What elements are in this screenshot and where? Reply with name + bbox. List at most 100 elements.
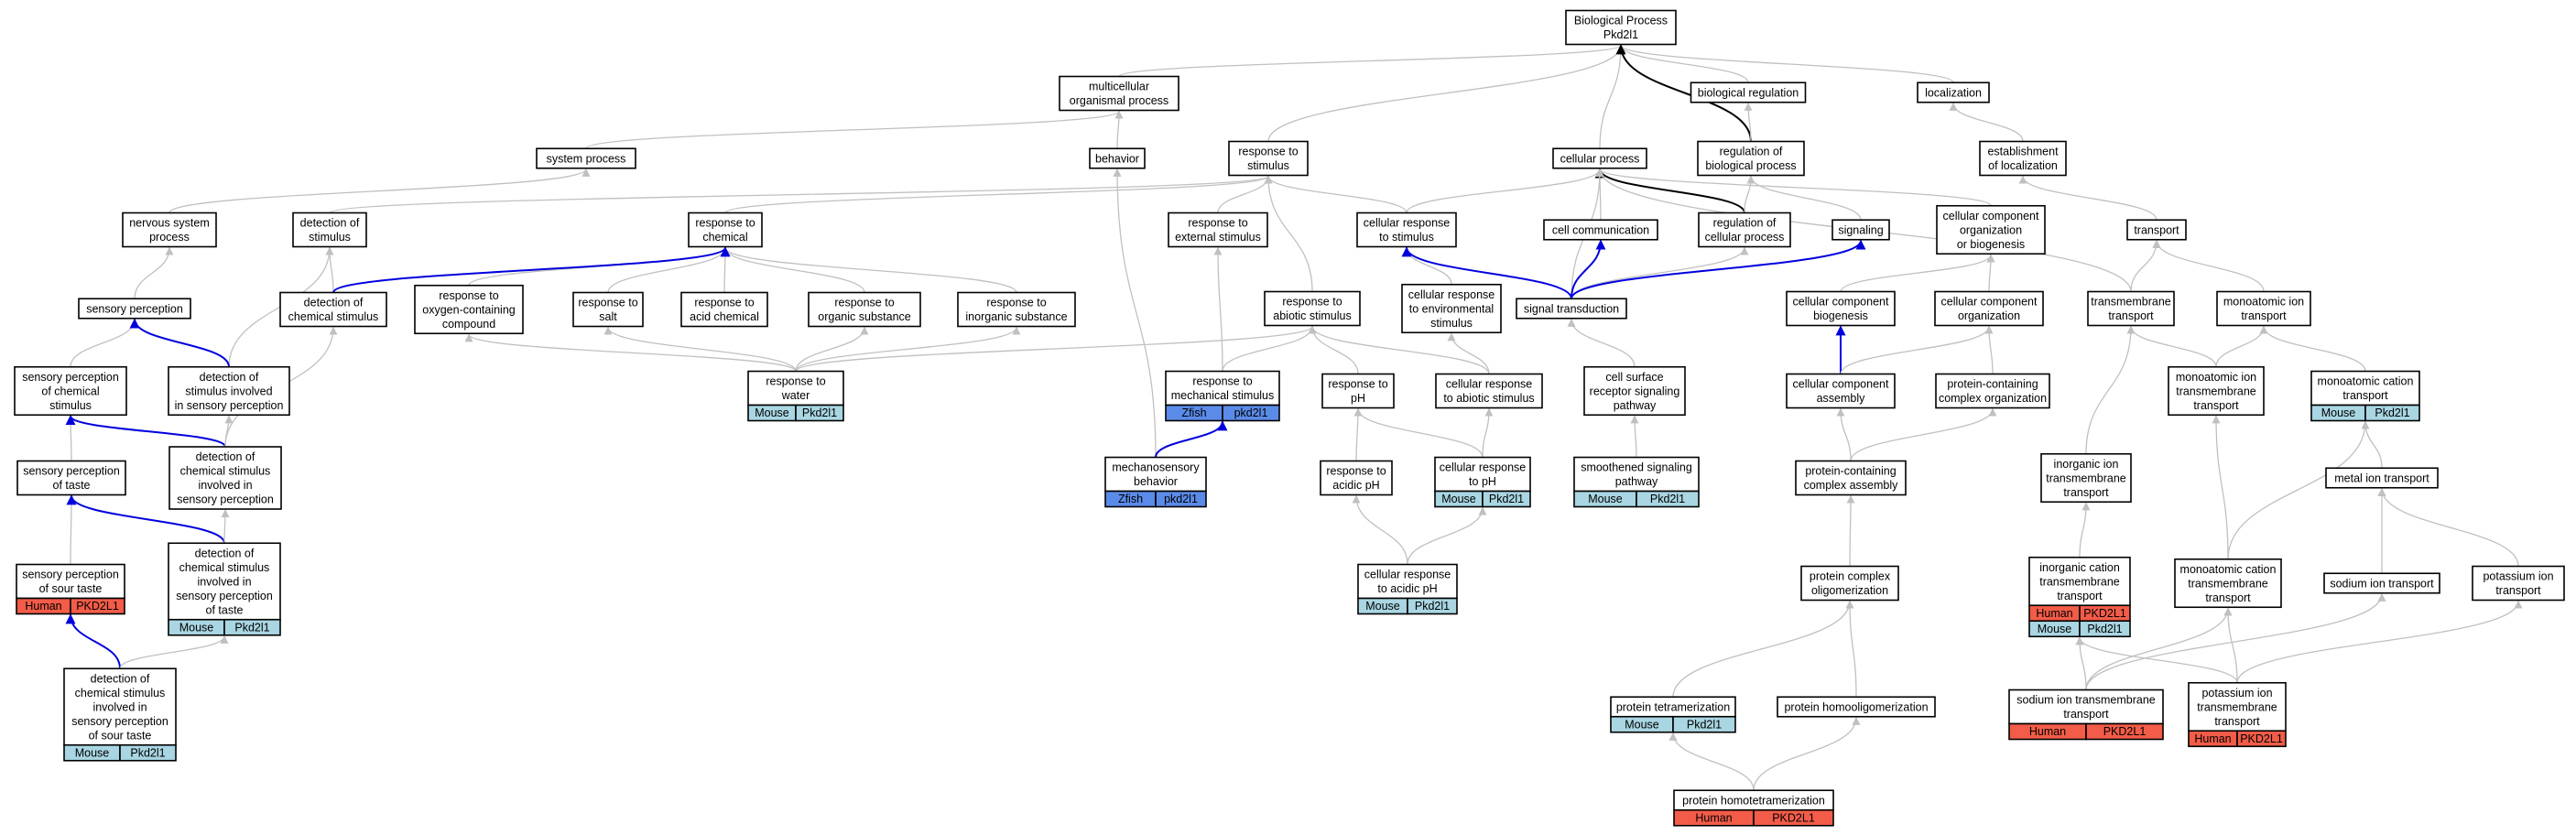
go-term-sig[interactable]: signaling [1831, 219, 1890, 241]
go-term-loc[interactable]: localization [1917, 81, 1990, 103]
gene-cell [1482, 490, 1531, 508]
go-term-ictt[interactable]: inorganic cationtransmembranetransportHu… [2028, 556, 2131, 638]
go-term-sit[interactable]: sodium ion transport [2323, 572, 2440, 594]
term-label: inorganic substance [965, 310, 1067, 323]
go-term-kitt[interactable]: potassium iontransmembranetransportHuman… [2188, 681, 2287, 748]
gene-label: PKD2L1 [76, 600, 119, 613]
go-term-cellp[interactable]: cellular process [1552, 147, 1647, 169]
term-label: salt [599, 310, 617, 323]
term-box [2323, 572, 2440, 594]
term-label: protein complex [1810, 570, 1891, 583]
go-term-breg[interactable]: biological regulation [1690, 81, 1807, 103]
term-label: transmembrane [2039, 575, 2120, 588]
edge-rwater-to-rsalt [603, 326, 797, 372]
go-term-phom[interactable]: protein homooligomerization [1777, 696, 1936, 718]
term-label: transport [2193, 399, 2239, 412]
edge-tmt-to-transport [2130, 239, 2161, 292]
term-label: stimulus [1430, 317, 1473, 330]
go-term-st[interactable]: signal transduction [1516, 298, 1627, 320]
term-label: to stimulus [1379, 231, 1434, 244]
term-label: acid chemical [690, 310, 759, 323]
edge-rinorg-to-rtc [721, 246, 1017, 293]
term-label: in sensory perception [175, 399, 284, 412]
term-label: assembly [1817, 392, 1866, 405]
go-term-mitr[interactable]: metal ion transport [2325, 467, 2439, 489]
term-box [1786, 373, 1896, 409]
gene-label: pkd2l1 [1234, 407, 1268, 419]
edge-dos-to-rts [329, 175, 1273, 214]
go-term-sp[interactable]: sensory perception [78, 298, 191, 320]
species-label: Human [2029, 725, 2066, 738]
edge-rbp-to-breg [1744, 102, 1753, 142]
gene-label: PKD2L1 [1772, 811, 1815, 824]
edge-iitt-to-tmt [2085, 325, 2136, 454]
go-term-sysp[interactable]: system process [536, 147, 636, 169]
edge-docs-to-rtc [332, 246, 731, 294]
term-label: organization [1958, 309, 2020, 322]
term-label: acidic pH [1332, 479, 1379, 492]
term-label: response to [694, 297, 754, 309]
term-label: response to [439, 289, 498, 302]
edge-mitr-to-mct [2361, 420, 2383, 469]
edge-ptet-to-pco [1672, 600, 1854, 698]
go-term-beh[interactable]: behavior [1089, 147, 1146, 169]
term-box [572, 291, 644, 328]
go-term-cc[interactable]: cell communication [1543, 219, 1658, 241]
go-term-transport[interactable]: transport [2126, 219, 2187, 241]
